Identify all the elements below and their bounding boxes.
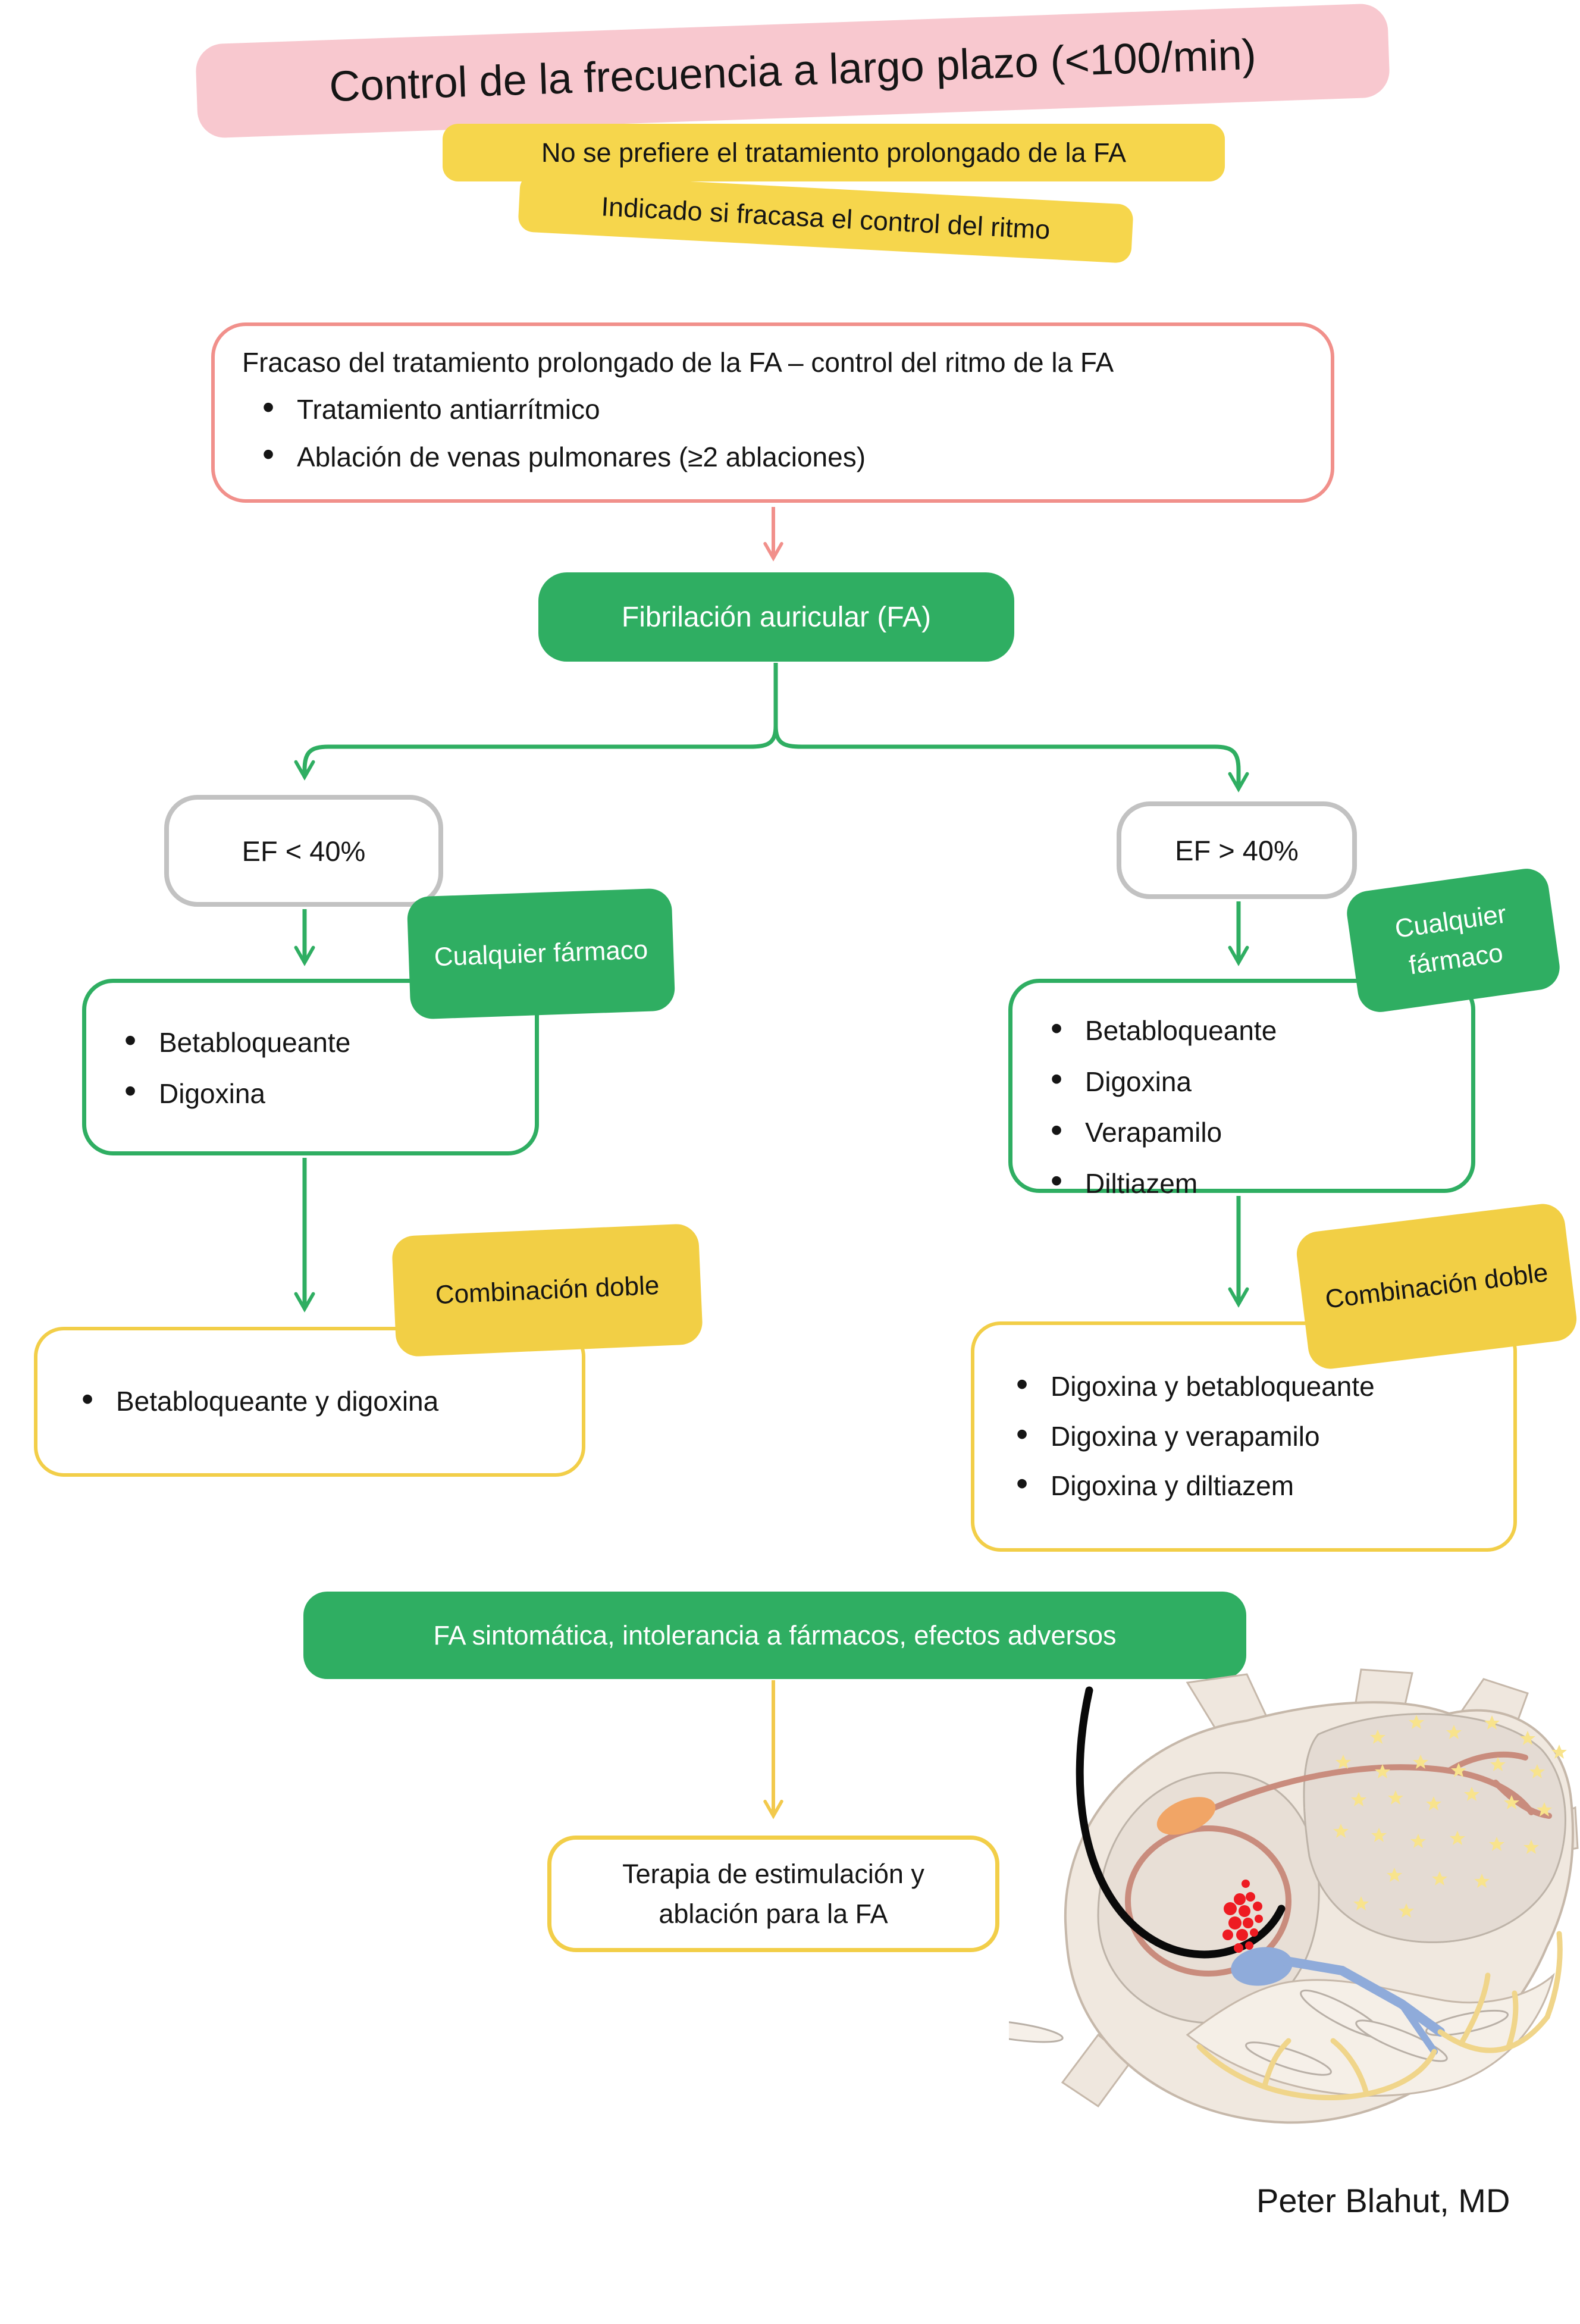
heart-illustration bbox=[1009, 1668, 1579, 2124]
list-item: Ablación de venas pulmonares (≥2 ablacio… bbox=[242, 440, 1303, 475]
valve-leaflets bbox=[1009, 1989, 1509, 2076]
af-node: Fibrilación auricular (FA) bbox=[538, 572, 1014, 662]
list-item: Betabloqueante bbox=[104, 1026, 523, 1060]
credit-text: Peter Blahut, MD bbox=[1256, 2181, 1510, 2219]
arrow-split-right bbox=[773, 725, 1249, 793]
list-item: Betabloqueante y digoxina bbox=[61, 1385, 570, 1419]
list-item: Digoxina bbox=[104, 1077, 523, 1111]
list-item: Digoxina bbox=[1030, 1065, 1459, 1100]
list-item: Digoxina y betabloqueante bbox=[996, 1370, 1501, 1404]
combo-box-ef-over-40: Digoxina y betabloqueante Digoxina y ver… bbox=[971, 1321, 1517, 1552]
any-drug-label-left: Cualquier fármaco bbox=[406, 888, 676, 1020]
list-item: Diltiazem bbox=[1030, 1167, 1459, 1201]
therapy-box: Terapia de estimulación y ablación para … bbox=[547, 1836, 999, 1952]
fibrillation-stars bbox=[1333, 1715, 1567, 1918]
sa-node bbox=[1156, 1797, 1216, 1835]
condition-ef-over-40: EF > 40% bbox=[1117, 801, 1357, 899]
av-node-bundle bbox=[1231, 1947, 1445, 2055]
list-item: Digoxina y verapamilo bbox=[996, 1420, 1501, 1454]
condition-ef-under-40: EF < 40% bbox=[164, 795, 443, 907]
list-item: Digoxina y diltiazem bbox=[996, 1469, 1501, 1504]
page-title-text: Control de la frecuencia a largo plazo (… bbox=[328, 30, 1257, 111]
list-item: Betabloqueante bbox=[1030, 1014, 1459, 1048]
drugs-box-ef-over-40: Betabloqueante Digoxina Verapamilo Dilti… bbox=[1008, 979, 1475, 1199]
ablation-red-dots bbox=[1222, 1880, 1263, 1953]
symptomatic-banner: FA sintomática, intolerancia a fármacos,… bbox=[303, 1592, 1246, 1679]
combo-label-left: Combinación doble bbox=[391, 1223, 704, 1358]
purkinje-fibers bbox=[1196, 1931, 1563, 2101]
failure-box-title: Fracaso del tratamiento prolongado de la… bbox=[242, 347, 1114, 378]
arrow-split-left bbox=[294, 725, 778, 781]
failure-box: Fracaso del tratamiento prolongado de la… bbox=[211, 322, 1334, 503]
note-banner-no-preferred: No se prefiere el tratamiento prolongado… bbox=[443, 124, 1225, 181]
list-item: Verapamilo bbox=[1030, 1116, 1459, 1150]
left-atrium bbox=[1303, 1713, 1566, 1943]
list-item: Tratamiento antiarrítmico bbox=[242, 393, 1303, 427]
failure-box-list: Tratamiento antiarrítmico Ablación de ve… bbox=[242, 393, 1303, 474]
